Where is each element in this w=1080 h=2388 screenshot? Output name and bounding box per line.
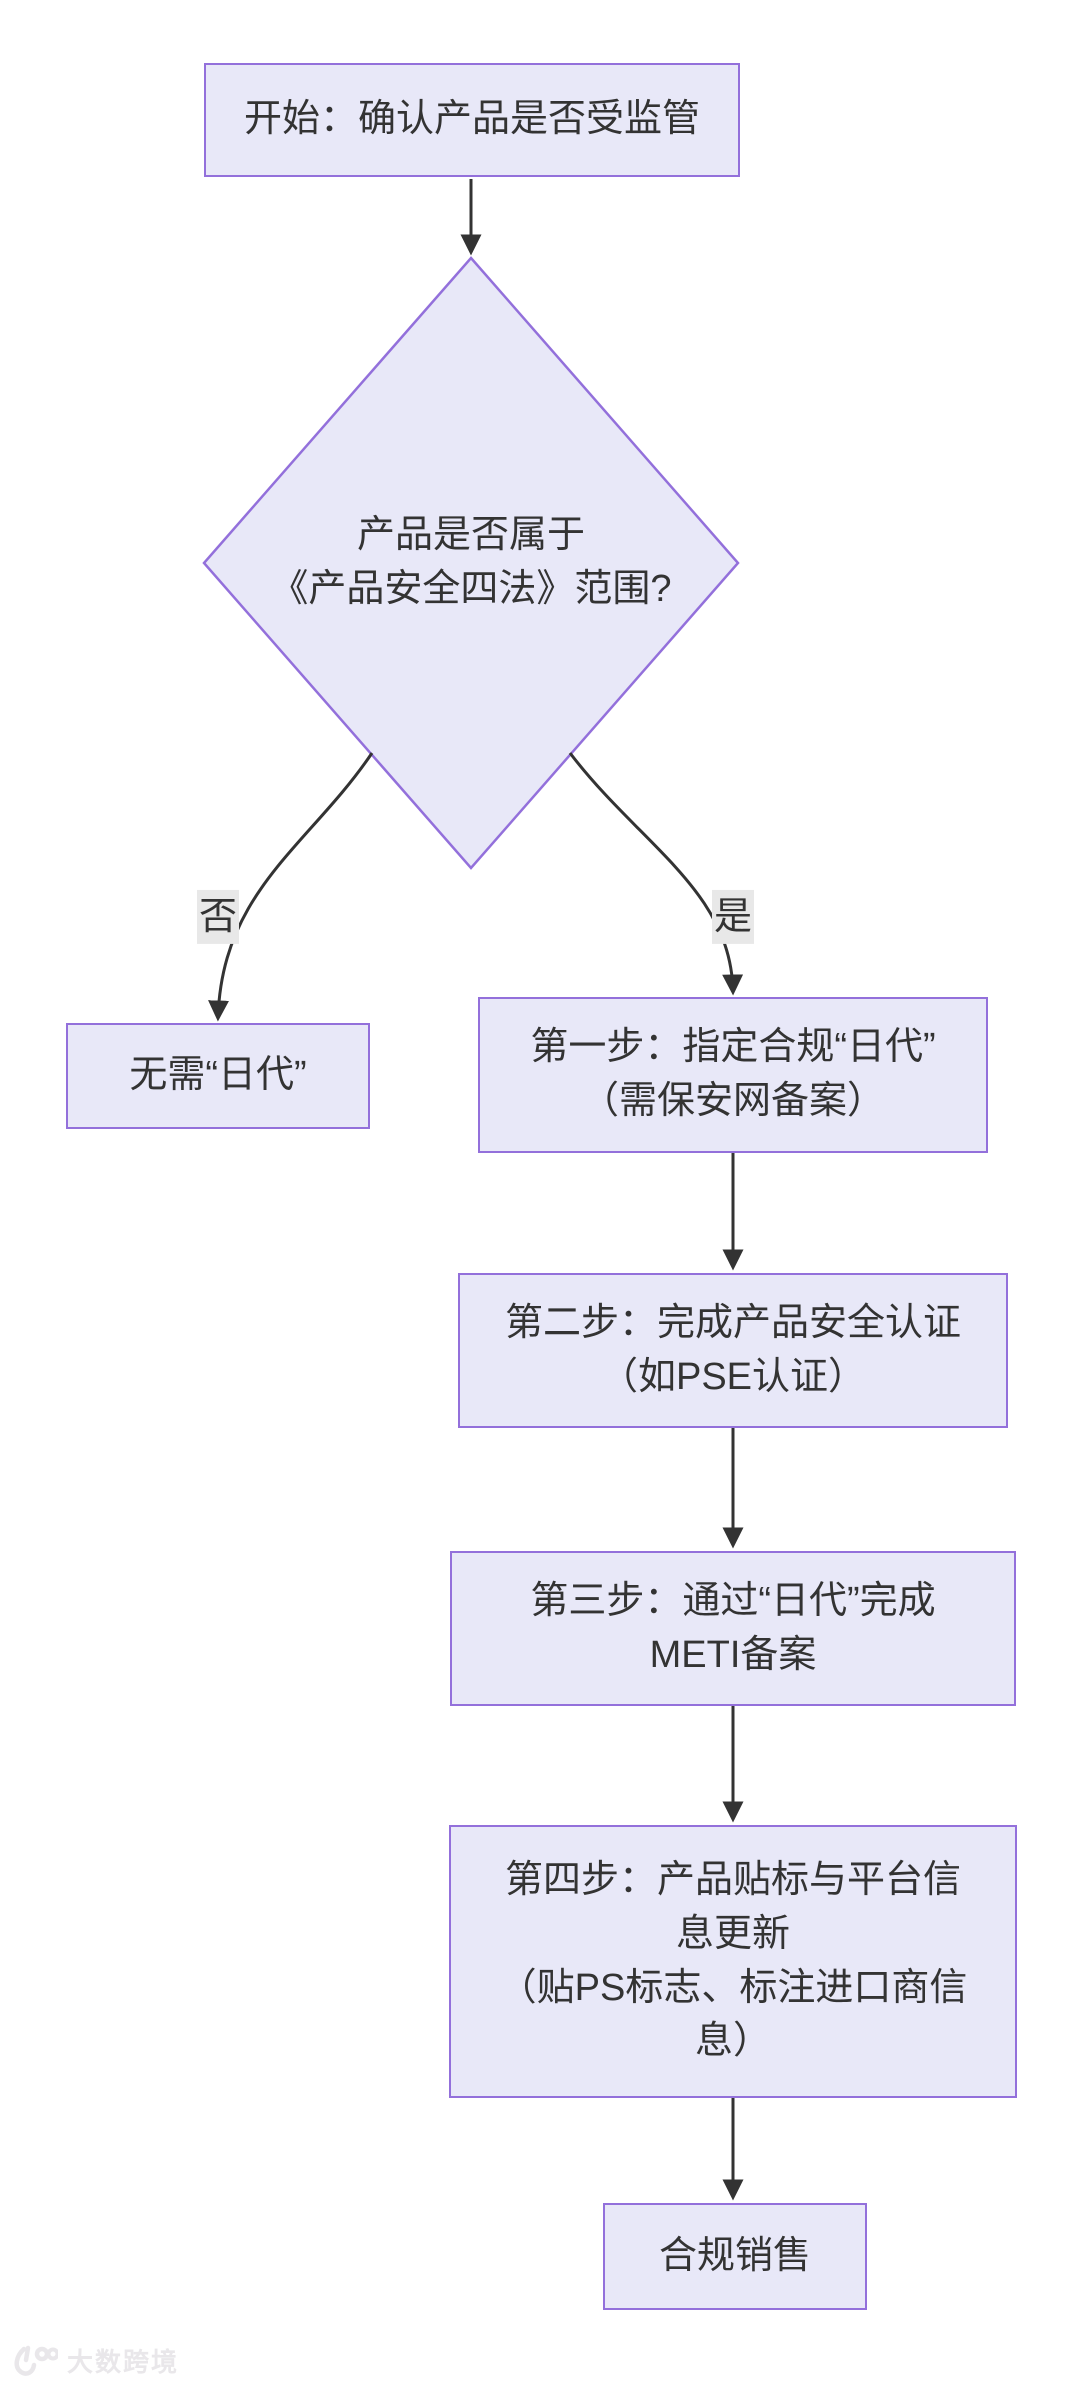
node-step3: 第三步：通过“日代”完成 METI备案 [450, 1551, 1016, 1706]
node-no-need: 无需“日代” [66, 1023, 370, 1129]
node-no-need-label: 无需“日代” [129, 1054, 307, 1097]
node-start-label: 开始：确认产品是否受监管 [243, 98, 700, 141]
node-decision-label: 产品是否属于 《产品安全四法》范围? [204, 258, 738, 868]
watermark: 大数跨境 [12, 2342, 179, 2379]
edge-decision-no [208, 752, 374, 1022]
edge-decision-yes [568, 752, 744, 996]
node-step1-label: 第一步：指定合规“日代” （需保安网备案） [530, 1026, 936, 1122]
decision-diamond-shape [202, 256, 740, 870]
node-step1: 第一步：指定合规“日代” （需保安网备案） [478, 997, 988, 1153]
edge-label-no-text: 否 [198, 895, 238, 938]
watermark-logo-icon [14, 2345, 58, 2376]
node-start: 开始：确认产品是否受监管 [204, 63, 740, 177]
node-compliant: 合规销售 [603, 2203, 867, 2310]
node-step2: 第二步：完成产品安全认证 （如PSE认证） [458, 1273, 1008, 1428]
node-step2-label: 第二步：完成产品安全认证 （如PSE认证） [504, 1301, 961, 1398]
watermark-text: 大数跨境 [67, 2347, 180, 2377]
node-step4-label: 第四步：产品贴标与平台信 息更新 （贴PS标志、标注进口商信 息） [498, 1858, 968, 2063]
edge-label-yes: 是 [711, 889, 755, 945]
edge-label-yes-text: 是 [713, 895, 753, 938]
node-decision-text: 产品是否属于 《产品安全四法》范围? [270, 514, 672, 610]
edge-label-no: 否 [196, 889, 240, 945]
node-compliant-label: 合规销售 [658, 2234, 811, 2277]
node-step4: 第四步：产品贴标与平台信 息更新 （贴PS标志、标注进口商信 息） [449, 1825, 1017, 2098]
node-step3-label: 第三步：通过“日代”完成 METI备案 [530, 1579, 936, 1676]
